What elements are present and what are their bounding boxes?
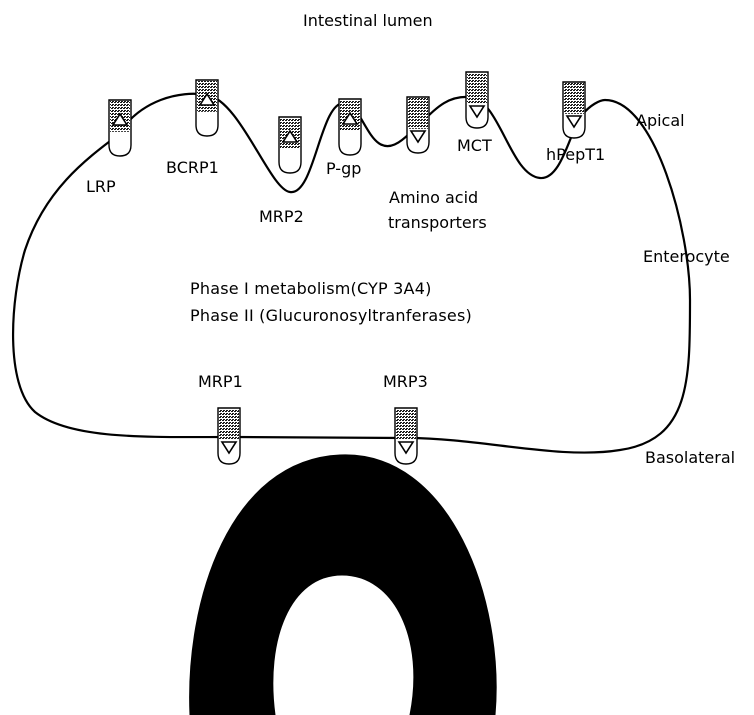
basolateral-label: Basolateral	[645, 448, 735, 467]
apical-label: Apical	[636, 111, 685, 130]
transporter-mrp2	[279, 117, 301, 173]
transporter-label-mrp2: MRP2	[259, 207, 304, 226]
transporter-mrp3	[395, 408, 417, 464]
transporter-shading	[467, 73, 487, 104]
transporter-label-lrp: LRP	[86, 177, 116, 196]
transporter-label-amino-acid: Amino acid	[389, 188, 478, 207]
phase1-metabolism-label: Phase I metabolism(CYP 3A4)	[190, 279, 432, 298]
transporter-shading	[564, 83, 584, 114]
transporter-label-pgp: P-gp	[326, 159, 361, 178]
transporter-shading	[396, 409, 416, 440]
transporter-label-mrp1: MRP1	[198, 372, 243, 391]
transporter-label-amino-acid-2: transporters	[388, 213, 487, 232]
transporter-label-mct: MCT	[457, 136, 492, 155]
intestinal-lumen-label: Intestinal lumen	[303, 11, 433, 30]
enterocyte-label: Enterocyte	[643, 247, 730, 266]
transporter-bcrp1	[196, 80, 218, 136]
transporter-group	[109, 72, 585, 464]
capillary-vessel	[190, 455, 497, 715]
transporter-amino-acid	[407, 97, 429, 153]
phase2-metabolism-label: Phase II (Glucuronosyltranferases)	[190, 306, 472, 325]
transporter-label-mrp3: MRP3	[383, 372, 428, 391]
transporter-label-bcrp1: BCRP1	[166, 158, 219, 177]
transporter-mrp1	[218, 408, 240, 464]
transporter-mct	[466, 72, 488, 128]
transporter-p-gp	[339, 99, 361, 155]
transporter-lrp	[109, 100, 131, 156]
transporter-hpept1	[563, 82, 585, 138]
transporter-shading	[219, 409, 239, 440]
transporter-shading	[408, 98, 428, 129]
transporter-label-hpept1: hPepT1	[546, 145, 605, 164]
